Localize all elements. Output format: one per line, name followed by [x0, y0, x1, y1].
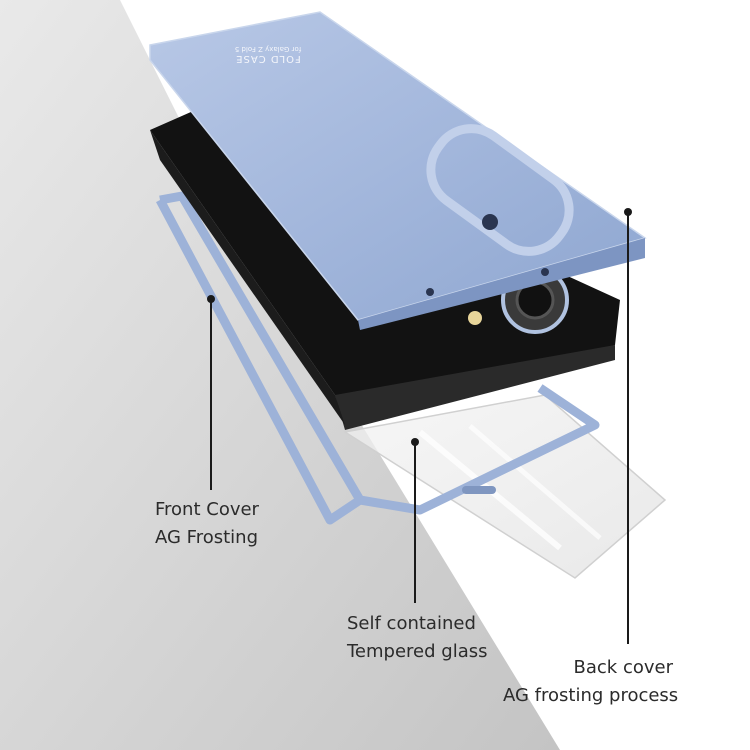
front-cover-callout-line — [210, 300, 212, 490]
back-cover-label-line1: Back cover — [573, 657, 673, 678]
case-print: FOLD CASE for Galaxy Z Fold 5 — [208, 45, 328, 64]
front-cover-callout-dot — [207, 295, 215, 303]
tempered-glass-label-line2: Tempered glass — [347, 641, 488, 662]
back-cover-callout-line — [627, 212, 629, 644]
case-model-text: for Galaxy Z Fold 5 — [234, 45, 302, 53]
tempered-glass-label-line1: Self contained — [347, 613, 476, 634]
back-cover — [149, 11, 647, 330]
tempered-glass-label: Self contained Tempered glass — [347, 610, 487, 666]
frame-button-slot — [462, 486, 496, 494]
front-cover-label-line1: Front Cover — [155, 499, 259, 520]
back-cover-label: Back cover AG frosting process — [503, 654, 679, 710]
tempered-glass-sheet — [342, 394, 667, 579]
front-cover-label-line2: AG Frosting — [155, 527, 258, 548]
front-cover-frame — [156, 191, 600, 525]
back-cover-label-line2: AG frosting process — [503, 685, 679, 706]
case-brand-text: FOLD CASE — [235, 53, 301, 64]
front-cover-label: Front Cover AG Frosting — [155, 496, 259, 552]
tempered-glass-callout-dot — [411, 438, 419, 446]
tempered-glass-callout-line — [414, 443, 416, 603]
